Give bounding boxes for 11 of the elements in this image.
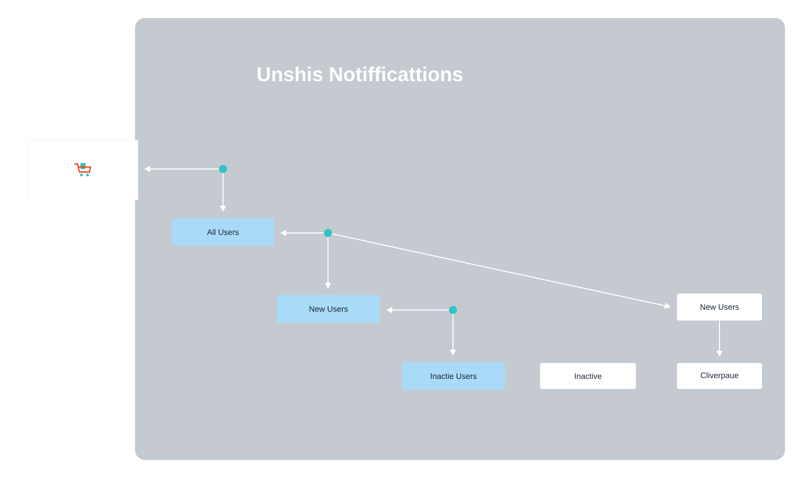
image-box — [26, 140, 138, 200]
junction-dot — [219, 165, 227, 173]
junction-dot — [324, 229, 332, 237]
process-box: Inactive — [540, 363, 636, 389]
title: Unshis Notifficattions — [258, 66, 462, 82]
process-box: New Users — [677, 294, 762, 320]
process-box: Inactie Users — [402, 362, 505, 390]
process-box: All Users — [172, 218, 274, 246]
process-box: New Users — [277, 295, 380, 323]
process-box: Cliverpaue — [677, 363, 762, 389]
junction-dot — [449, 306, 457, 314]
